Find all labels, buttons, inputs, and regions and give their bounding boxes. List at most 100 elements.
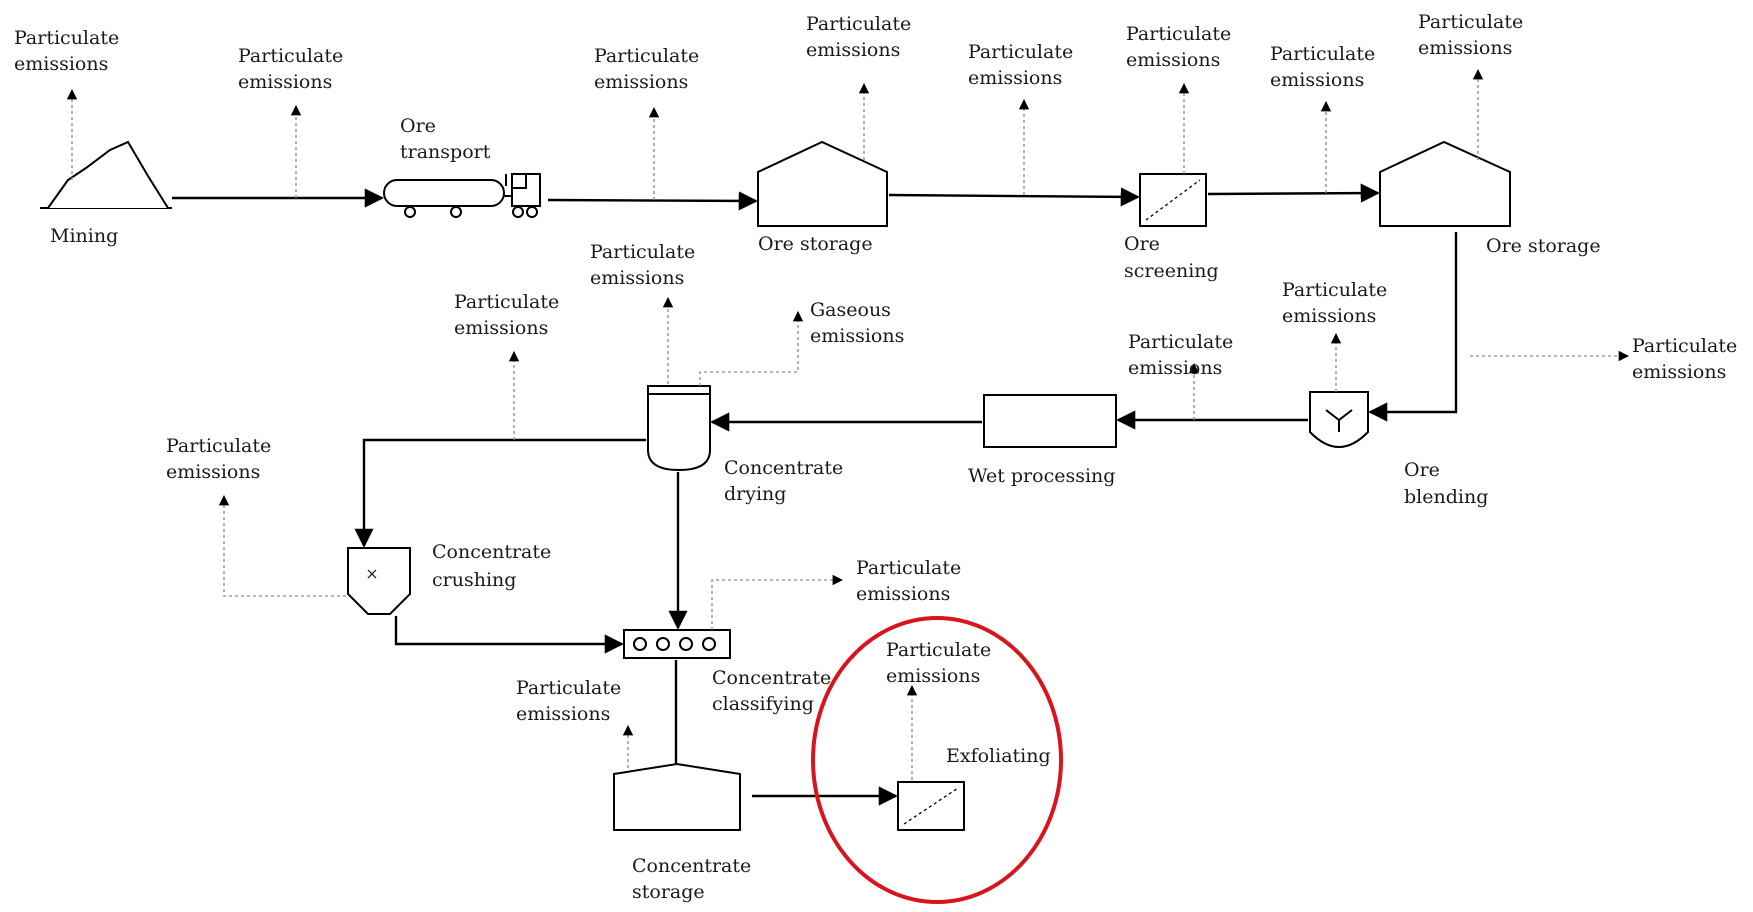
ore-transport-label-2: transport	[400, 141, 491, 163]
svg-text:Particulate: Particulate	[1282, 279, 1387, 301]
ore-blending-unit: Ore blending	[1309, 391, 1488, 508]
svg-text:Particulate: Particulate	[968, 41, 1073, 63]
concentrate-storage-label-1: Concentrate	[632, 855, 751, 877]
svg-text:Particulate: Particulate	[166, 435, 271, 457]
svg-text:Particulate: Particulate	[594, 45, 699, 67]
dryer-icon	[647, 385, 711, 472]
svg-text:emissions: emissions	[1126, 49, 1220, 71]
svg-text:emissions: emissions	[1270, 69, 1364, 91]
emission-label-wet: Particulate emissions	[1128, 331, 1233, 379]
flow-arrow	[1368, 232, 1458, 422]
warehouse-icon	[757, 140, 888, 227]
concentrate-drying-unit: Concentrate drying	[647, 385, 843, 505]
exfoliating-unit: Exfoliating	[897, 745, 1051, 831]
svg-text:emissions: emissions	[856, 583, 950, 605]
svg-text:Particulate: Particulate	[856, 557, 961, 579]
svg-text:Particulate: Particulate	[1270, 43, 1375, 65]
ore-storage-1-label: Ore storage	[758, 233, 873, 255]
emission-label-side: Particulate emissions	[1632, 335, 1737, 383]
svg-text:emissions: emissions	[1282, 305, 1376, 327]
svg-text:emissions: emissions	[806, 39, 900, 61]
ore-storage-1-unit: Ore storage	[757, 140, 888, 255]
exfoliating-label: Exfoliating	[946, 745, 1051, 767]
svg-text:emissions: emissions	[454, 317, 548, 339]
concentrate-storage-label-2: storage	[632, 881, 705, 903]
warehouse-icon	[613, 762, 741, 831]
svg-text:emissions: emissions	[238, 71, 332, 93]
flow-arrow	[394, 616, 624, 654]
svg-text:Particulate: Particulate	[590, 241, 695, 263]
svg-text:Particulate: Particulate	[1126, 23, 1231, 45]
svg-text:emissions: emissions	[594, 71, 688, 93]
ore-transport-unit: Ore transport	[383, 115, 541, 218]
emission-label-drying-conveyor: Particulate emissions	[454, 291, 559, 339]
ore-blending-label-2: blending	[1404, 486, 1488, 508]
svg-text:Particulate: Particulate	[238, 45, 343, 67]
svg-text:emissions: emissions	[14, 53, 108, 75]
wet-processing-unit: Wet processing	[968, 394, 1117, 487]
svg-text:emissions: emissions	[968, 67, 1062, 89]
truck-icon	[383, 173, 541, 218]
concentrate-crushing-label-2: crushing	[432, 569, 516, 591]
ore-storage-2-label: Ore storage	[1486, 235, 1601, 257]
ore-transport-label-1: Ore	[400, 115, 436, 137]
svg-text:emissions: emissions	[810, 325, 904, 347]
concentrate-classifying-label-2: classifying	[712, 693, 814, 715]
emission-label-conveyor-2: Particulate emissions	[968, 41, 1073, 89]
emission-label-ore-storage-2: Particulate emissions	[1418, 11, 1523, 59]
svg-text:emissions: emissions	[166, 461, 260, 483]
mining-unit: Mining	[40, 140, 172, 247]
ore-screening-unit: Ore screening	[1124, 173, 1219, 282]
svg-text:Particulate: Particulate	[1418, 11, 1523, 33]
emission-label-gaseous: Gaseous emissions	[810, 299, 904, 347]
svg-text:emissions: emissions	[590, 267, 684, 289]
ore-screening-label-1: Ore	[1124, 233, 1160, 255]
concentrate-storage-unit: Concentrate storage	[613, 762, 751, 903]
concentrate-drying-label-2: drying	[724, 483, 786, 505]
flow-arrow	[354, 438, 646, 548]
highlight-ellipse	[811, 616, 1063, 904]
warehouse-icon	[1379, 140, 1511, 227]
svg-text:emissions: emissions	[1418, 37, 1512, 59]
emission-labels: Particulate emissions Particulate emissi…	[14, 11, 1737, 725]
emission-label-ore-storage-1: Particulate emissions	[806, 13, 911, 61]
ore-screening-label-2: screening	[1124, 260, 1219, 282]
flow-arrow	[1207, 183, 1380, 203]
concentrate-classifying-unit: Concentrate classifying	[623, 629, 831, 715]
emission-label-conveyor-3: Particulate emissions	[1270, 43, 1375, 91]
emission-label-mining: Particulate emissions	[14, 27, 119, 75]
svg-text:Gaseous: Gaseous	[810, 299, 891, 321]
svg-text:Particulate: Particulate	[806, 13, 911, 35]
emission-label-screening: Particulate emissions	[1126, 23, 1231, 71]
emission-lines	[66, 68, 1630, 780]
concentrate-drying-label-1: Concentrate	[724, 457, 843, 479]
mining-label: Mining	[50, 225, 118, 247]
svg-text:Particulate: Particulate	[14, 27, 119, 49]
svg-text:emissions: emissions	[1632, 361, 1726, 383]
emission-label-conveyor-1: Particulate emissions	[238, 45, 343, 93]
svg-text:Particulate: Particulate	[516, 677, 621, 699]
svg-text:emissions: emissions	[886, 665, 980, 687]
emission-label-crushing: Particulate emissions	[166, 435, 271, 483]
wet-processing-label: Wet processing	[968, 465, 1115, 487]
svg-text:emissions: emissions	[1128, 357, 1222, 379]
flow-arrow	[888, 187, 1140, 207]
emission-label-transport: Particulate emissions	[594, 45, 699, 93]
svg-text:×: ×	[365, 564, 378, 583]
svg-text:emissions: emissions	[516, 703, 610, 725]
svg-text:Particulate: Particulate	[886, 639, 991, 661]
ore-blending-label-1: Ore	[1404, 459, 1440, 481]
concentrate-crushing-unit: × Concentrate crushing	[347, 541, 551, 615]
material-flow	[172, 183, 1458, 806]
screen-diagonal	[903, 787, 959, 825]
box-icon	[983, 394, 1117, 448]
crusher-icon	[347, 547, 411, 615]
emission-label-exfoliating: Particulate emissions	[886, 639, 991, 687]
concentrate-classifying-label-1: Concentrate	[712, 667, 831, 689]
screen-icon	[1139, 173, 1207, 227]
emission-label-blending: Particulate emissions	[1282, 279, 1387, 327]
svg-text:Particulate: Particulate	[1128, 331, 1233, 353]
emission-label-drying: Particulate emissions	[590, 241, 695, 289]
